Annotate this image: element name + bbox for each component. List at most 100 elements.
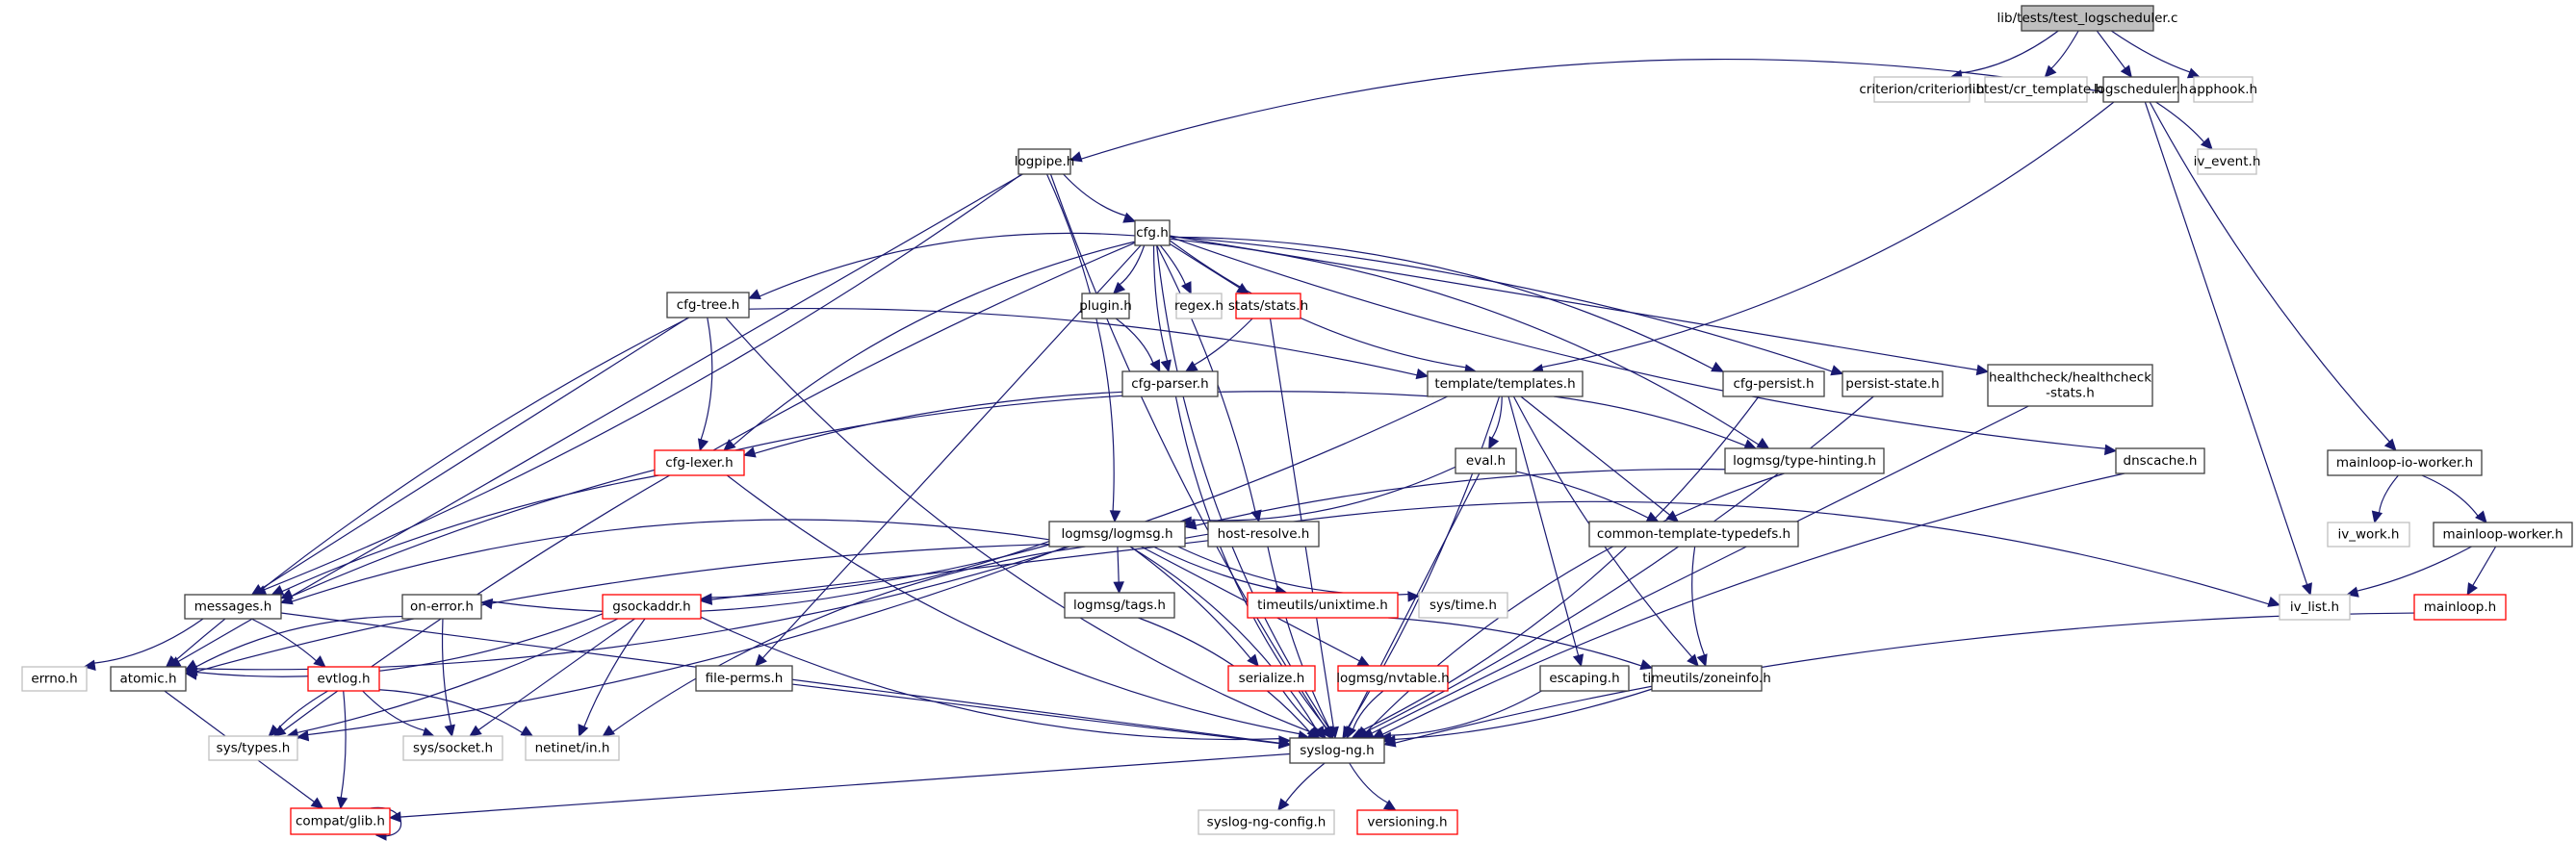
node-root[interactable]: lib/tests/test_logscheduler.c: [1997, 5, 2178, 32]
node-box: [1081, 293, 1130, 319]
node-box: [290, 807, 391, 835]
node-cfg-tree[interactable]: cfg-tree.h: [666, 292, 750, 319]
node-escaping[interactable]: escaping.h: [1539, 665, 1630, 692]
edge-line: [306, 546, 1068, 736]
node-cfg[interactable]: cfg.h: [1134, 219, 1171, 246]
arrowhead-icon: [296, 729, 310, 742]
node-syslog-ng[interactable]: syslog-ng.h: [1289, 737, 1385, 764]
edge-mainloop_io_worker-to-mainloop_worker: [2421, 474, 2487, 523]
edge-line: [263, 173, 1022, 591]
node-stats[interactable]: stats/stats.h: [1228, 293, 1308, 319]
node-unixtime[interactable]: timeutils/unixtime.h: [1247, 592, 1399, 619]
node-on-error[interactable]: on-error.h: [401, 594, 482, 620]
node-cfg-lexer[interactable]: cfg-lexer.h: [654, 449, 745, 476]
edge-cfg-to-plugin: [1112, 244, 1146, 294]
node-evtlog[interactable]: evtlog.h: [307, 666, 380, 692]
node-zoneinfo[interactable]: timeutils/zoneinfo.h: [1642, 665, 1771, 692]
node-box: [1651, 665, 1763, 692]
node-host-resolve[interactable]: host-resolve.h: [1207, 521, 1320, 548]
node-versioning[interactable]: versioning.h: [1356, 809, 1458, 835]
node-iv-list: iv_list.h: [2279, 594, 2351, 621]
node-mainloop-io-worker[interactable]: mainloop-io-worker.h: [2327, 449, 2483, 476]
edge-line: [194, 543, 1050, 673]
node-persist-state[interactable]: persist-state.h: [1842, 370, 1944, 397]
edge-line: [2149, 101, 2391, 444]
node-box: [1198, 809, 1335, 835]
edge-line: [1169, 240, 1468, 369]
edge-logmsg-to-syslog_ng: [1129, 546, 1326, 740]
node-mainloop-worker[interactable]: mainloop-worker.h: [2433, 522, 2573, 548]
node-box: [2193, 76, 2254, 103]
node-type-hinting[interactable]: logmsg/type-hinting.h: [1724, 447, 1885, 474]
edge-line: [1177, 546, 1410, 596]
edge-syslog_ng-to-compat_glib: [388, 752, 1291, 823]
node-atomic[interactable]: atomic.h: [110, 666, 187, 692]
node-iv-work: iv_work.h: [2327, 522, 2410, 548]
arrowhead-icon: [1356, 655, 1371, 667]
edge-line: [1045, 173, 1115, 513]
node-gsockaddr[interactable]: gsockaddr.h: [602, 594, 702, 620]
edge-cfg_tree-to-cfg_lexer: [697, 317, 713, 452]
node-label: gsockaddr.h: [612, 599, 690, 615]
node-logscheduler[interactable]: logscheduler.h: [2094, 76, 2188, 103]
node-tags[interactable]: logmsg/tags.h: [1064, 592, 1175, 619]
edge-type_hinting-to-logmsg: [1183, 468, 1726, 530]
node-box: [2021, 5, 2154, 32]
node-cfg-persist[interactable]: cfg-persist.h: [1722, 370, 1825, 397]
arrowhead-icon: [1711, 361, 1725, 372]
node-label: netinet/in.h: [535, 741, 610, 756]
arrowhead-icon: [742, 446, 757, 458]
edge-line: [1540, 101, 2115, 369]
node-serialize[interactable]: serialize.h: [1227, 665, 1316, 692]
edge-line: [1393, 688, 1653, 741]
edge-templates-to-type_hinting: [1553, 395, 1758, 450]
node-dnscache[interactable]: dnscache.h: [2115, 447, 2205, 474]
node-label: template/templates.h: [1434, 376, 1575, 392]
edge-line: [1169, 236, 1834, 372]
arrowhead-icon: [1488, 436, 1500, 450]
node-compat-glib[interactable]: compat/glib.h: [290, 807, 391, 835]
arrowhead-icon: [469, 725, 482, 737]
node-label: persist-state.h: [1845, 376, 1939, 392]
node-templates[interactable]: template/templates.h: [1427, 370, 1584, 397]
node-label: iv_event.h: [2194, 154, 2261, 169]
node-common-typedefs[interactable]: common-template-typedefs.h: [1588, 521, 1799, 548]
edge-line: [1349, 762, 1390, 804]
node-plugin[interactable]: plugin.h: [1079, 293, 1132, 319]
arrowhead-icon: [1756, 437, 1770, 449]
arrowhead-icon: [2267, 596, 2281, 607]
node-logpipe[interactable]: logpipe.h: [1015, 148, 1075, 175]
edge-eval-to-logmsg: [1178, 466, 1456, 528]
arrowhead-icon: [1572, 653, 1584, 668]
arrowhead-icon: [279, 594, 294, 605]
edge-syslog_ng-to-syslog_ng_config: [1277, 762, 1326, 811]
edge-line: [748, 307, 1419, 376]
arrowhead-icon: [747, 289, 761, 299]
edge-line: [791, 683, 1281, 745]
arrowhead-icon: [184, 669, 197, 680]
node-mainloop[interactable]: mainloop.h: [2413, 594, 2507, 621]
node-label: criterion/criterion.h: [1859, 82, 1984, 97]
node-logmsg[interactable]: logmsg/logmsg.h: [1048, 521, 1186, 548]
edge-host_resolve-to-syslog_ng: [1267, 546, 1334, 740]
node-box: [307, 666, 380, 692]
arrowhead-icon: [578, 724, 589, 738]
node-box: [1134, 219, 1171, 246]
node-box: [1121, 370, 1219, 397]
arrowhead-icon: [1407, 591, 1421, 602]
node-nvtable[interactable]: logmsg/nvtable.h: [1336, 665, 1450, 692]
node-label: dnscache.h: [2124, 453, 2198, 469]
node-messages[interactable]: messages.h: [184, 594, 282, 620]
node-label: common-template-typedefs.h: [1597, 526, 1790, 542]
node-box: [525, 735, 620, 761]
node-label: file-perms.h: [706, 671, 784, 686]
node-eval[interactable]: eval.h: [1455, 447, 1517, 474]
node-file-perms[interactable]: file-perms.h: [695, 665, 793, 692]
edge-line: [92, 618, 204, 664]
node-cfg-parser[interactable]: cfg-parser.h: [1121, 370, 1219, 397]
edge-mainloop_worker-to-mainloop: [2466, 546, 2497, 597]
node-healthcheck[interactable]: healthcheck/healthcheck-stats.h: [1987, 364, 2153, 407]
edge-line: [1189, 466, 1456, 522]
node-label: mainloop.h: [2424, 599, 2496, 615]
edge-line: [2421, 474, 2480, 518]
